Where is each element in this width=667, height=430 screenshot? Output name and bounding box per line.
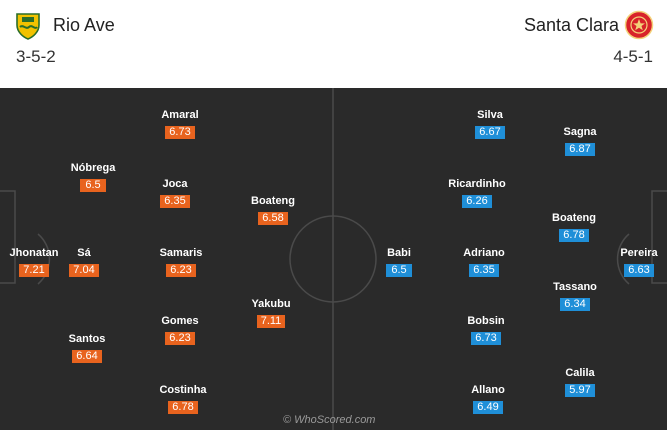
player-rating: 7.04 (69, 264, 99, 277)
player-home-joca[interactable]: Joca 6.35 (135, 178, 215, 209)
player-away-adriano[interactable]: Adriano 6.35 (444, 247, 524, 278)
player-name: Babi (387, 247, 411, 259)
player-name: Jhonatan (9, 247, 59, 259)
player-away-calila[interactable]: Calila 5.97 (540, 367, 620, 398)
player-name: Gomes (161, 315, 199, 327)
player-rating: 6.49 (473, 401, 503, 414)
player-home-gomes[interactable]: Gomes 6.23 (140, 315, 220, 346)
player-name: Boateng (251, 195, 295, 207)
player-rating: 6.26 (462, 195, 492, 208)
player-away-tassano[interactable]: Tassano 6.34 (535, 281, 615, 312)
player-rating: 6.87 (565, 143, 595, 156)
player-name: Ricardinho (448, 178, 506, 190)
player-rating: 6.35 (160, 195, 190, 208)
player-name: Sá (77, 247, 91, 259)
player-rating: 6.78 (168, 401, 198, 414)
player-rating: 6.64 (72, 350, 102, 363)
player-home-yakubu[interactable]: Yakubu 7.11 (231, 298, 311, 329)
player-away-ricardinho[interactable]: Ricardinho 6.26 (437, 178, 517, 209)
player-name: Nóbrega (70, 162, 116, 174)
player-away-sagna[interactable]: Sagna 6.87 (540, 126, 620, 157)
player-name: Amaral (161, 109, 199, 121)
watermark: © WhoScored.com (283, 414, 376, 426)
player-name: Allano (471, 384, 505, 396)
player-home-santos[interactable]: Santos 6.64 (47, 333, 127, 364)
player-home-samaris[interactable]: Samaris 6.23 (141, 247, 221, 278)
player-away-bobsin[interactable]: Bobsin 6.73 (446, 315, 526, 346)
player-rating: 6.5 (80, 179, 106, 192)
player-rating: 6.23 (165, 332, 195, 345)
player-name: Adriano (463, 247, 505, 259)
player-rating: 6.67 (475, 126, 505, 139)
away-team-name: Santa Clara (523, 15, 619, 35)
player-away-boateng[interactable]: Boateng 6.78 (534, 212, 614, 243)
player-name: Silva (477, 109, 503, 121)
player-rating: 5.97 (565, 384, 595, 397)
player-rating: 6.63 (624, 264, 654, 277)
player-away-pereira[interactable]: Pereira 6.63 (599, 247, 667, 278)
player-rating: 6.5 (386, 264, 412, 277)
player-home-nobrega[interactable]: Nóbrega 6.5 (53, 162, 133, 193)
player-rating: 6.73 (165, 126, 195, 139)
player-home-jhonatan[interactable]: Jhonatan 7.21 (0, 247, 74, 278)
santa-clara-crest-icon (624, 10, 654, 40)
player-away-allano[interactable]: Allano 6.49 (448, 384, 528, 415)
player-home-amaral[interactable]: Amaral 6.73 (140, 109, 220, 140)
player-rating: 6.35 (469, 264, 499, 277)
rio-ave-crest-icon (16, 13, 40, 40)
player-home-costinha[interactable]: Costinha 6.78 (143, 384, 223, 415)
player-away-silva[interactable]: Silva 6.67 (450, 109, 530, 140)
player-rating: 7.21 (19, 264, 49, 277)
player-rating: 7.11 (256, 315, 286, 328)
pitch: Jhonatan 7.21 Nóbrega 6.5 Sá 7.04 Santos… (0, 88, 667, 430)
player-name: Bobsin (467, 315, 505, 327)
player-rating: 6.23 (166, 264, 196, 277)
player-rating: 6.78 (559, 229, 589, 242)
home-team-name: Rio Ave (53, 15, 115, 35)
player-name: Yakubu (251, 298, 291, 310)
player-name: Joca (162, 178, 188, 190)
player-name: Sagna (563, 126, 597, 138)
home-formation: 3-5-2 (16, 47, 56, 66)
player-away-babi[interactable]: Babi 6.5 (359, 247, 439, 278)
match-header: Rio Ave 3-5-2 Santa Clara 4-5-1 (0, 0, 667, 88)
player-rating: 6.58 (258, 212, 288, 225)
player-name: Tassano (553, 281, 597, 293)
player-rating: 6.73 (471, 332, 501, 345)
player-name: Santos (68, 333, 106, 345)
player-name: Costinha (159, 384, 207, 396)
player-home-boateng[interactable]: Boateng 6.58 (233, 195, 313, 226)
player-rating: 6.34 (560, 298, 590, 311)
player-name: Pereira (620, 247, 658, 259)
player-name: Calila (565, 367, 595, 379)
player-name: Samaris (159, 247, 203, 259)
player-name: Boateng (552, 212, 596, 224)
away-formation: 4-5-1 (613, 47, 653, 66)
pitch-markings (0, 88, 667, 430)
player-home-sa[interactable]: Sá 7.04 (44, 247, 124, 278)
